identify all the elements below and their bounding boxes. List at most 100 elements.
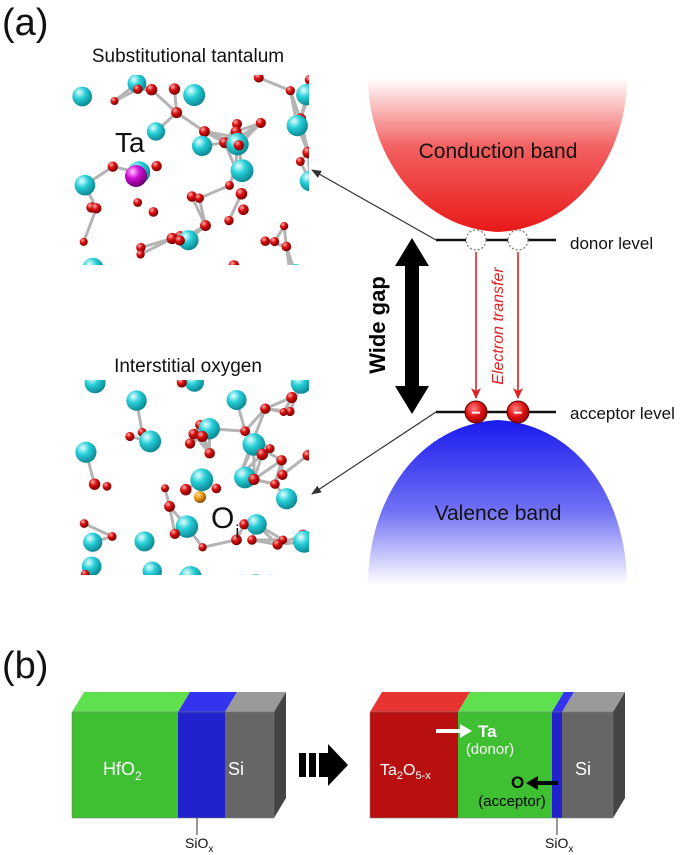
oxygen-atom (279, 408, 288, 417)
acceptor-level-label: acceptor level (570, 404, 675, 423)
oxygen-atom (260, 403, 271, 414)
interstitial-oxygen-structure (75, 380, 327, 595)
bond (171, 577, 190, 589)
oxygen-atom (265, 444, 275, 454)
oxygen-atom (133, 198, 143, 207)
oxygen-atom (321, 224, 332, 235)
panel-b-label: (b) (2, 645, 48, 687)
oxygen-atom (281, 241, 292, 252)
oxygen-atom (171, 107, 183, 119)
wide-gap-double-arrow (395, 238, 429, 414)
oxygen-atom (196, 430, 208, 442)
oxygen-atom (240, 426, 251, 437)
oxygen-atom (168, 83, 181, 95)
metal-atom (251, 574, 260, 575)
oxygen-atom (286, 392, 298, 404)
oxygen-atom (295, 157, 305, 166)
metal-atom (190, 468, 214, 492)
oxygen-atom (228, 260, 240, 265)
bond (93, 268, 123, 275)
right-layer-stack (369, 692, 625, 819)
oxygen-atom (222, 575, 231, 584)
ta2o5-label: Ta2O5-x (380, 762, 431, 782)
oxygen-atom (188, 428, 199, 440)
bond (83, 572, 87, 575)
oxygen-atom (260, 236, 271, 246)
valence-band-label: Valence band (435, 502, 562, 525)
oxygen-atom (312, 586, 321, 595)
metal-atom (134, 531, 155, 552)
metal-atom (230, 159, 254, 183)
metal-atom (286, 114, 308, 137)
bond (82, 206, 98, 244)
electron-2: − (506, 400, 530, 424)
tantalum-atom (125, 165, 147, 187)
oxygen-atom (285, 406, 295, 417)
si-label-left: Si (228, 759, 244, 779)
bond (82, 521, 114, 538)
metal-atom (139, 430, 162, 453)
metal-atom (299, 170, 309, 192)
oxygen-atom (169, 528, 180, 539)
bond (232, 264, 236, 265)
metal-atom (179, 566, 202, 575)
bond (290, 273, 295, 274)
bond (201, 538, 238, 549)
metal-atom (184, 380, 204, 392)
metal-atom (82, 257, 103, 265)
oxygen-atom (194, 193, 204, 203)
oxygen-atom (133, 84, 143, 94)
oxygen-atom (280, 221, 289, 231)
wide-gap-label: Wide gap (365, 276, 390, 374)
oxygen-atom (247, 535, 257, 545)
oxygen-atom (145, 84, 158, 96)
o-acceptor-role: (acceptor) (478, 793, 546, 810)
metal-atom (83, 532, 103, 552)
oi-atom-label: Oi (211, 502, 239, 542)
bond (280, 453, 309, 477)
oxygen-atom (304, 75, 309, 85)
oxygen-atom (200, 220, 211, 232)
oxygen-atom (256, 448, 268, 461)
oxygen-atom (272, 539, 283, 550)
bond (257, 76, 292, 93)
si-layer-left (225, 712, 274, 818)
oxygen-atom (284, 268, 296, 280)
oxygen-atom (253, 75, 264, 83)
conduction-band-shape (368, 78, 627, 232)
oxygen-atom (80, 569, 90, 575)
panel-a-label: (a) (2, 2, 48, 44)
hfo2-layer (72, 712, 178, 818)
top-structure-title: Substitutional tantalum (92, 46, 284, 67)
metal-atom (246, 514, 267, 535)
siox-label-left: SiOx (185, 835, 213, 855)
oxygen-atom (238, 204, 249, 216)
bond (195, 580, 227, 587)
bond (175, 111, 206, 134)
metal-atom (178, 230, 199, 251)
oxygen-atom (79, 237, 88, 246)
oxygen-atom (239, 519, 249, 530)
oxygen-atom (166, 584, 176, 594)
svg-text:−: − (471, 405, 480, 422)
svg-text:−: − (513, 405, 522, 422)
oxygen-atom (164, 501, 175, 512)
ta-donor-label: Ta (478, 722, 497, 741)
oxygen-atom (259, 584, 270, 595)
oxygen-atom (198, 543, 207, 552)
metal-atom (296, 83, 309, 106)
oxygen-atom (318, 549, 327, 558)
oxygen-atom (144, 577, 152, 585)
bond (139, 237, 174, 256)
electron-1: − (464, 400, 488, 424)
pointer-arrow-acceptor (311, 411, 437, 495)
siox-layer-left (178, 712, 225, 818)
oxygen-atom (270, 236, 280, 247)
bond (148, 581, 171, 589)
si-label-right: Si (575, 759, 591, 779)
metal-atom (146, 122, 166, 141)
transformation-arrow (299, 744, 348, 786)
metal-atom (275, 488, 298, 510)
oxygen-atom (136, 250, 145, 259)
bottom-structure-title: Interstitial oxygen (114, 356, 262, 377)
